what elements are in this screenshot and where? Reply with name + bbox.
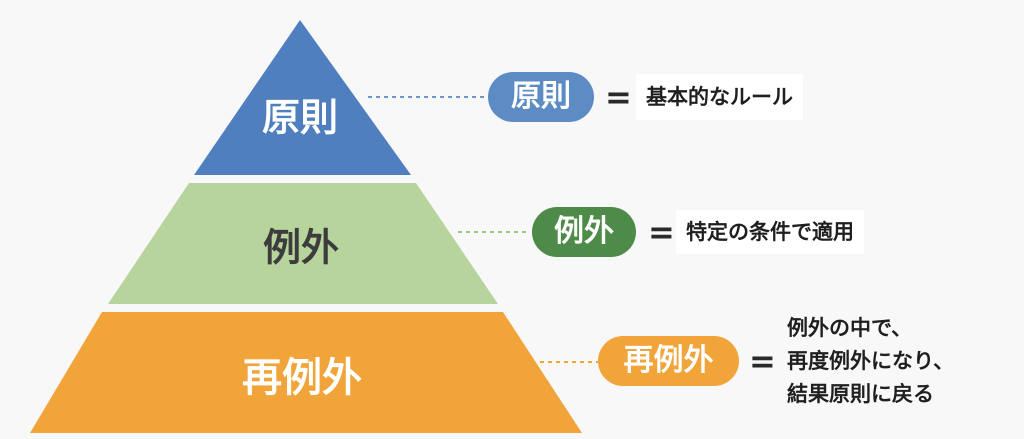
callout-bottom-pill: 再例外 (598, 336, 739, 386)
callout-bottom-description-line-3: 結果原則に戻る (787, 382, 934, 406)
tier-top-shape (194, 20, 411, 175)
callout-middle-pill: 例外 (532, 207, 636, 257)
callout-bottom-description-line-2: 再度例外になり、 (787, 349, 955, 373)
callout-bottom-description: 例外の中で、 再度例外になり、 結果原則に戻る (787, 312, 954, 411)
callout-top-pill: 原則 (488, 72, 594, 122)
callout-bottom-equals: = (749, 342, 776, 380)
tier-middle-label: 例外 (262, 225, 340, 270)
callout-top-equals: = (605, 78, 632, 116)
callout-top-description: 基本的なルール (636, 74, 803, 120)
tier-middle-shape (108, 183, 498, 304)
tier-top-label: 原則 (261, 95, 339, 140)
tier-bottom-label: 再例外 (242, 355, 362, 401)
callout-middle-equals: = (648, 213, 675, 251)
callout-middle-description: 特定の条件で適用 (676, 210, 864, 254)
tier-bottom-shape (30, 312, 582, 433)
callout-bottom-description-line-1: 例外の中で、 (787, 316, 913, 340)
